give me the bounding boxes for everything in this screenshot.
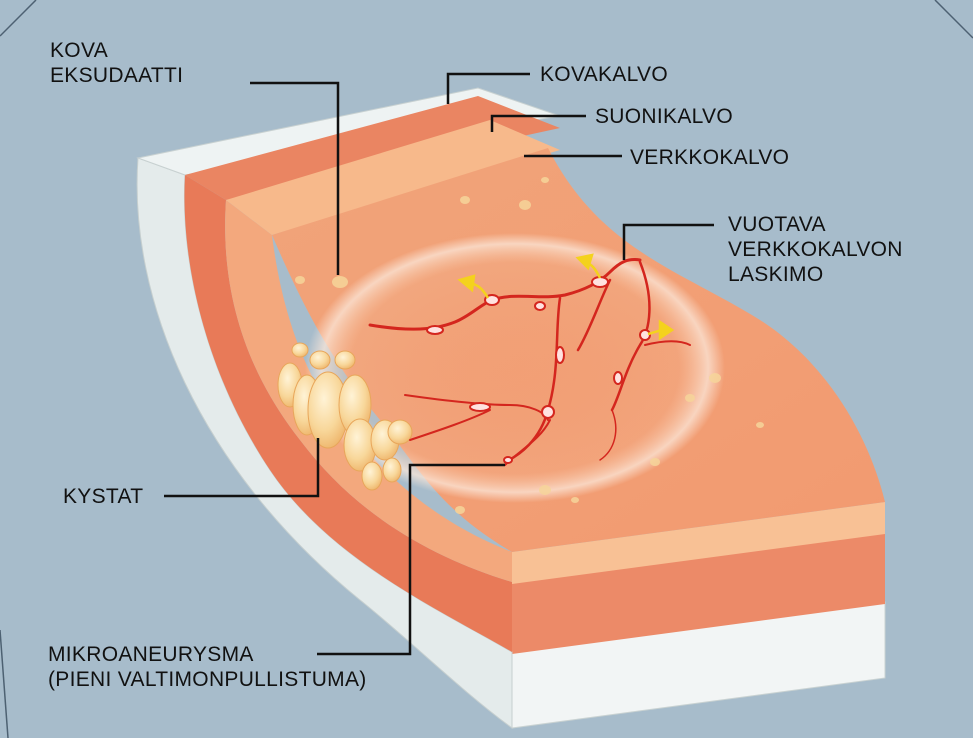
label-retina-text: VERKKOKALVO [630, 145, 789, 170]
label-hard-exudate-line1: KOVA [50, 38, 183, 63]
label-cysts-text: KYSTAT [63, 484, 143, 509]
label-microaneurysm-line2: (PIENI VALTIMONPULLISTUMA) [48, 667, 367, 692]
label-hard-exudate: KOVA EKSUDAATTI [50, 38, 183, 88]
label-sclera-text: KOVAKALVO [540, 62, 668, 87]
label-choroid: SUONIKALVO [595, 104, 733, 129]
label-leaking-vessel-line3: LASKIMO [728, 262, 903, 287]
label-leaking-vessel-line2: VERKKOKALVON [728, 237, 903, 262]
label-hard-exudate-line2: EKSUDAATTI [50, 63, 183, 88]
label-leaking-vessel: VUOTAVA VERKKOKALVON LASKIMO [728, 212, 903, 287]
label-choroid-text: SUONIKALVO [595, 104, 733, 129]
label-microaneurysm: MIKROANEURYSMA (PIENI VALTIMONPULLISTUMA… [48, 642, 367, 692]
label-sclera: KOVAKALVO [540, 62, 668, 87]
label-retina: VERKKOKALVO [630, 145, 789, 170]
label-cysts: KYSTAT [63, 484, 143, 509]
label-leaking-vessel-line1: VUOTAVA [728, 212, 903, 237]
label-microaneurysm-line1: MIKROANEURYSMA [48, 642, 367, 667]
